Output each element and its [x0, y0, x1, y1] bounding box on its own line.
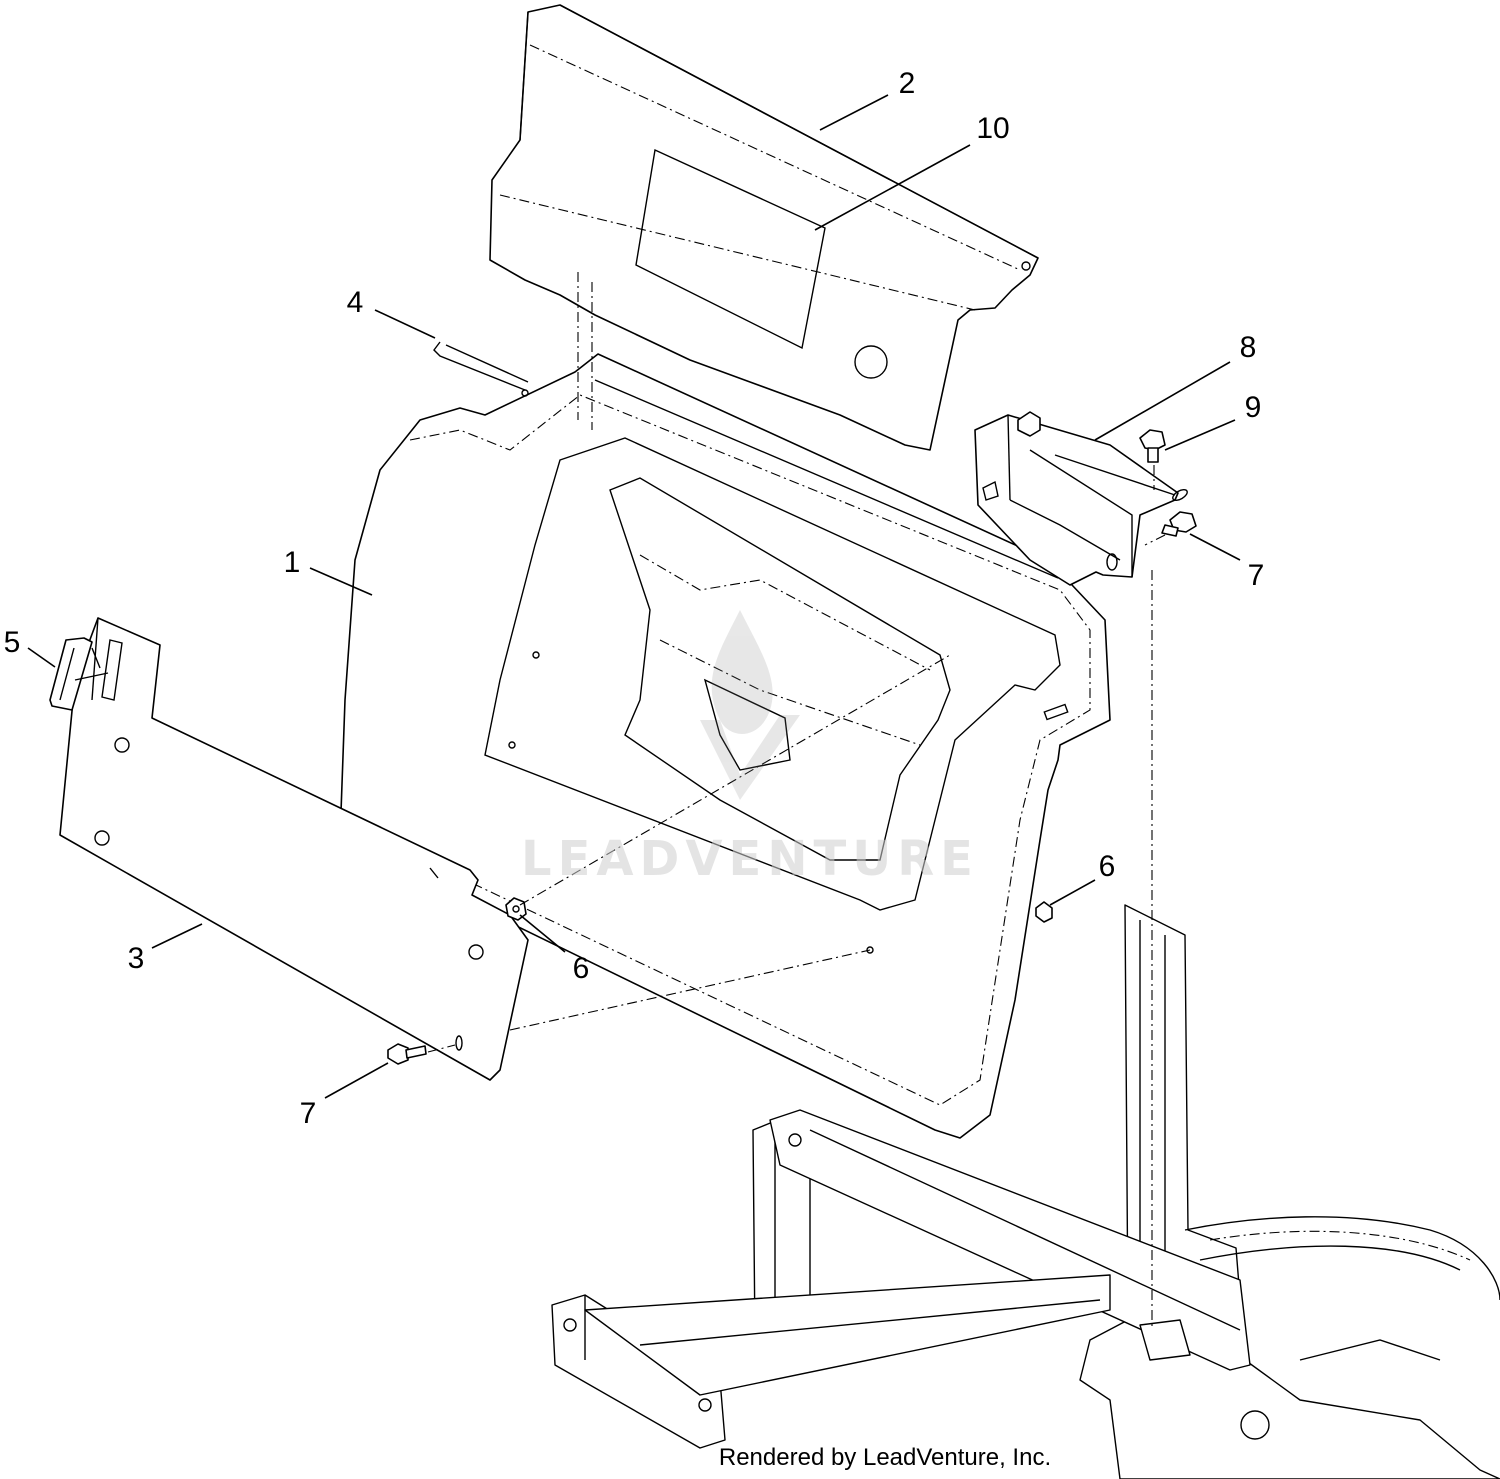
leader-3: [151, 923, 203, 949]
callout-10: 10: [976, 112, 1009, 145]
leader-6b: [1049, 879, 1096, 906]
rod: [433, 341, 529, 397]
callout-7-right: 7: [1248, 559, 1265, 592]
leader-10: [814, 144, 971, 231]
render-credit: Rendered by LeadVenture, Inc.: [719, 1444, 1051, 1471]
callout-7-left: 7: [300, 1097, 317, 1130]
nut-left: [505, 897, 527, 921]
leader-5: [27, 647, 56, 668]
nut-right: [1035, 901, 1053, 923]
leader-7b: [1189, 533, 1241, 561]
console-housing: [339, 353, 1111, 1139]
callout-6-right: 6: [1099, 850, 1116, 883]
bolt: [1139, 429, 1166, 463]
leader-8: [1094, 361, 1231, 441]
callout-4: 4: [347, 286, 364, 319]
screw-right: [1161, 511, 1197, 537]
callout-1: 1: [284, 546, 301, 579]
watermark-text: LEADVENTURE: [521, 831, 979, 887]
upper-cover: [489, 4, 1039, 451]
bracket: [974, 411, 1188, 586]
leader-6a: [519, 914, 566, 953]
callout-9: 9: [1245, 391, 1262, 424]
leader-7a: [324, 1062, 389, 1099]
leader-2: [819, 94, 889, 131]
callout-8: 8: [1240, 331, 1257, 364]
watermark: [700, 610, 800, 800]
callout-5: 5: [4, 626, 21, 659]
leader-1: [309, 567, 373, 596]
frame-assembly: [551, 904, 1500, 1479]
v-logo-icon: [700, 715, 800, 800]
callout-6-left: 6: [573, 952, 590, 985]
clip: [49, 637, 109, 711]
leader-4: [374, 309, 436, 339]
leader-9: [1164, 419, 1236, 451]
callout-2: 2: [899, 67, 916, 100]
callout-3: 3: [128, 942, 145, 975]
flame-icon: [711, 610, 773, 734]
screw-left: [387, 1043, 427, 1065]
